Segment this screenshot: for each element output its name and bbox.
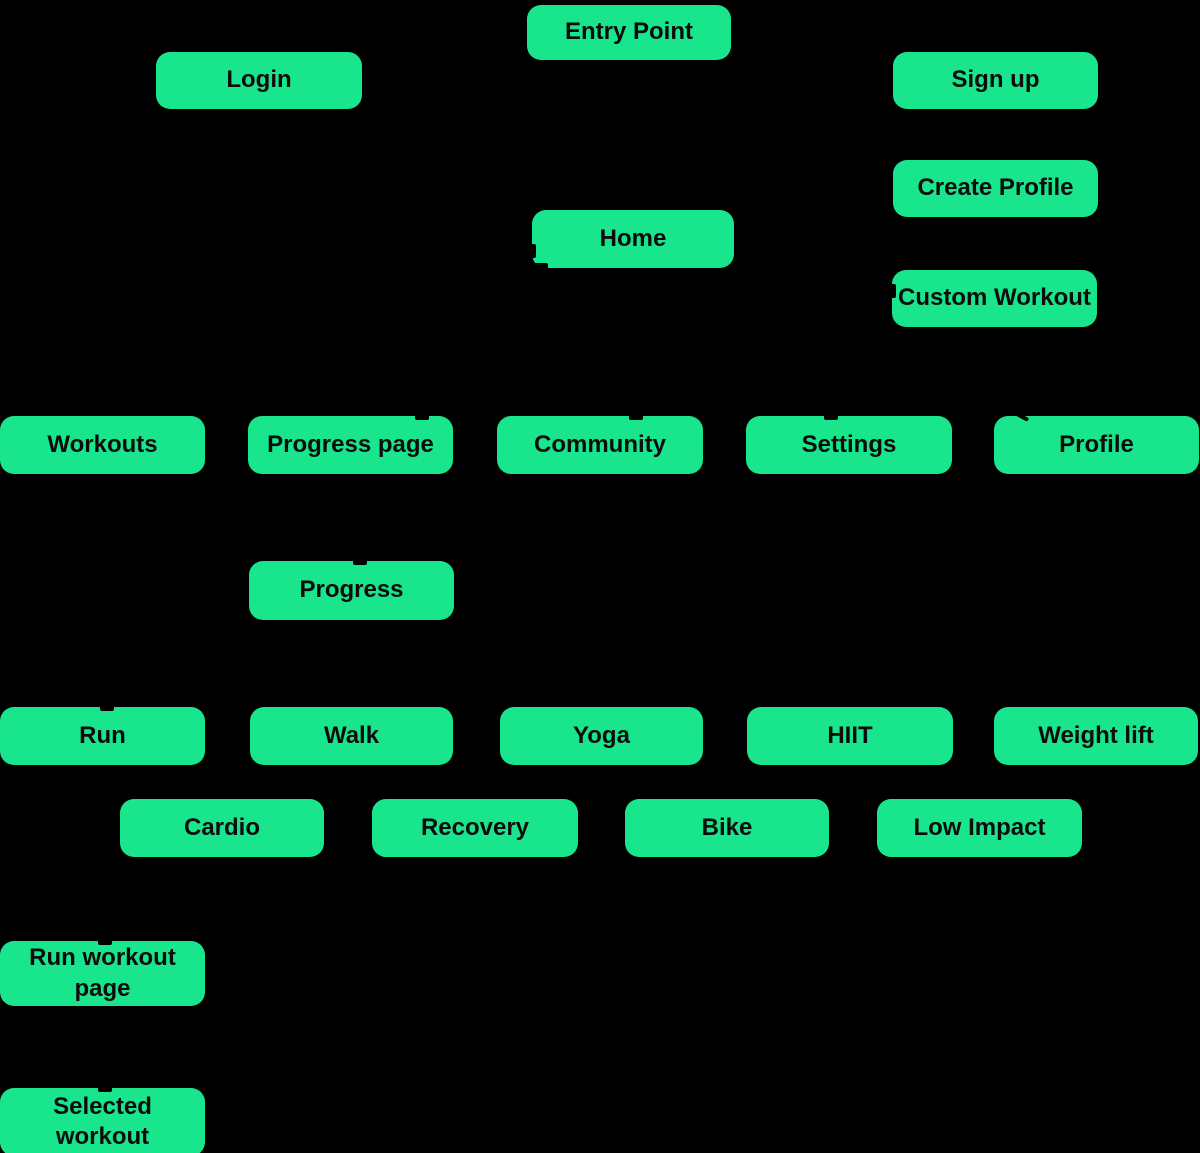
node-hiit[interactable]: HIIT <box>747 707 953 765</box>
node-label: Walk <box>323 721 380 749</box>
node-label: Yoga <box>573 721 630 749</box>
connector-arrow-mark <box>98 1085 112 1092</box>
node-label: Sign up <box>951 66 1040 94</box>
node-label: Entry Point <box>564 18 693 46</box>
node-sign-up[interactable]: Sign up <box>893 52 1098 109</box>
connector-arrow-mark <box>415 413 429 420</box>
node-run[interactable]: Run <box>0 704 205 765</box>
node-label: Profile <box>1059 430 1134 458</box>
node-progress-page[interactable]: Progress page <box>248 413 453 474</box>
node-yoga[interactable]: Yoga <box>500 707 703 765</box>
connector-arrow-mark <box>98 938 112 945</box>
node-label: Progress page <box>267 430 434 458</box>
node-cardio[interactable]: Cardio <box>120 799 324 857</box>
node-community[interactable]: Community <box>497 413 703 474</box>
node-low-impact[interactable]: Low Impact <box>877 799 1082 857</box>
connector-arrow-mark <box>1000 404 1030 422</box>
node-selected-workout[interactable]: Selected workout <box>0 1085 205 1153</box>
connector-arrow-mark <box>353 558 367 565</box>
node-recovery[interactable]: Recovery <box>372 799 578 857</box>
node-label: Progress <box>299 576 404 604</box>
node-label: Cardio <box>183 813 260 841</box>
node-weight-lift[interactable]: Weight lift <box>994 707 1198 765</box>
node-run-workout-page[interactable]: Run workout page <box>0 938 205 1006</box>
node-create-profile[interactable]: Create Profile <box>893 160 1098 217</box>
node-label: Custom Workout <box>898 284 1091 312</box>
node-entry-point[interactable]: Entry Point <box>527 5 731 60</box>
node-settings[interactable]: Settings <box>746 413 952 474</box>
node-label: Settings <box>801 430 897 458</box>
node-label: Run workout page <box>29 944 176 1002</box>
connector-arrow-mark <box>889 284 896 298</box>
node-bike[interactable]: Bike <box>625 799 829 857</box>
connector-arrow-mark <box>100 704 114 711</box>
node-profile[interactable]: Profile <box>994 404 1199 474</box>
node-label: Home <box>599 224 667 252</box>
node-label: Run <box>79 721 126 749</box>
connector-arrow-mark <box>824 413 838 420</box>
connector-arrow-mark <box>534 263 548 270</box>
node-label: Bike <box>701 813 753 841</box>
node-workouts[interactable]: Workouts <box>0 416 205 474</box>
node-label: Selected workout <box>53 1092 152 1150</box>
connector-arrow-mark <box>529 244 536 258</box>
node-label: Community <box>534 430 666 458</box>
node-label: Recovery <box>420 813 530 841</box>
node-label: HIIT <box>827 721 873 749</box>
connector-arrow-mark <box>629 413 643 420</box>
node-label: Low Impact <box>913 813 1046 841</box>
node-label: Weight lift <box>1038 721 1154 749</box>
node-login[interactable]: Login <box>156 52 362 109</box>
node-label: Workouts <box>47 430 158 458</box>
node-label: Create Profile <box>917 174 1074 202</box>
node-home[interactable]: Home <box>529 210 734 270</box>
node-custom-workout[interactable]: Custom Workout <box>889 270 1097 327</box>
node-walk[interactable]: Walk <box>250 707 453 765</box>
node-progress[interactable]: Progress <box>249 558 454 620</box>
node-label: Login <box>226 66 292 94</box>
